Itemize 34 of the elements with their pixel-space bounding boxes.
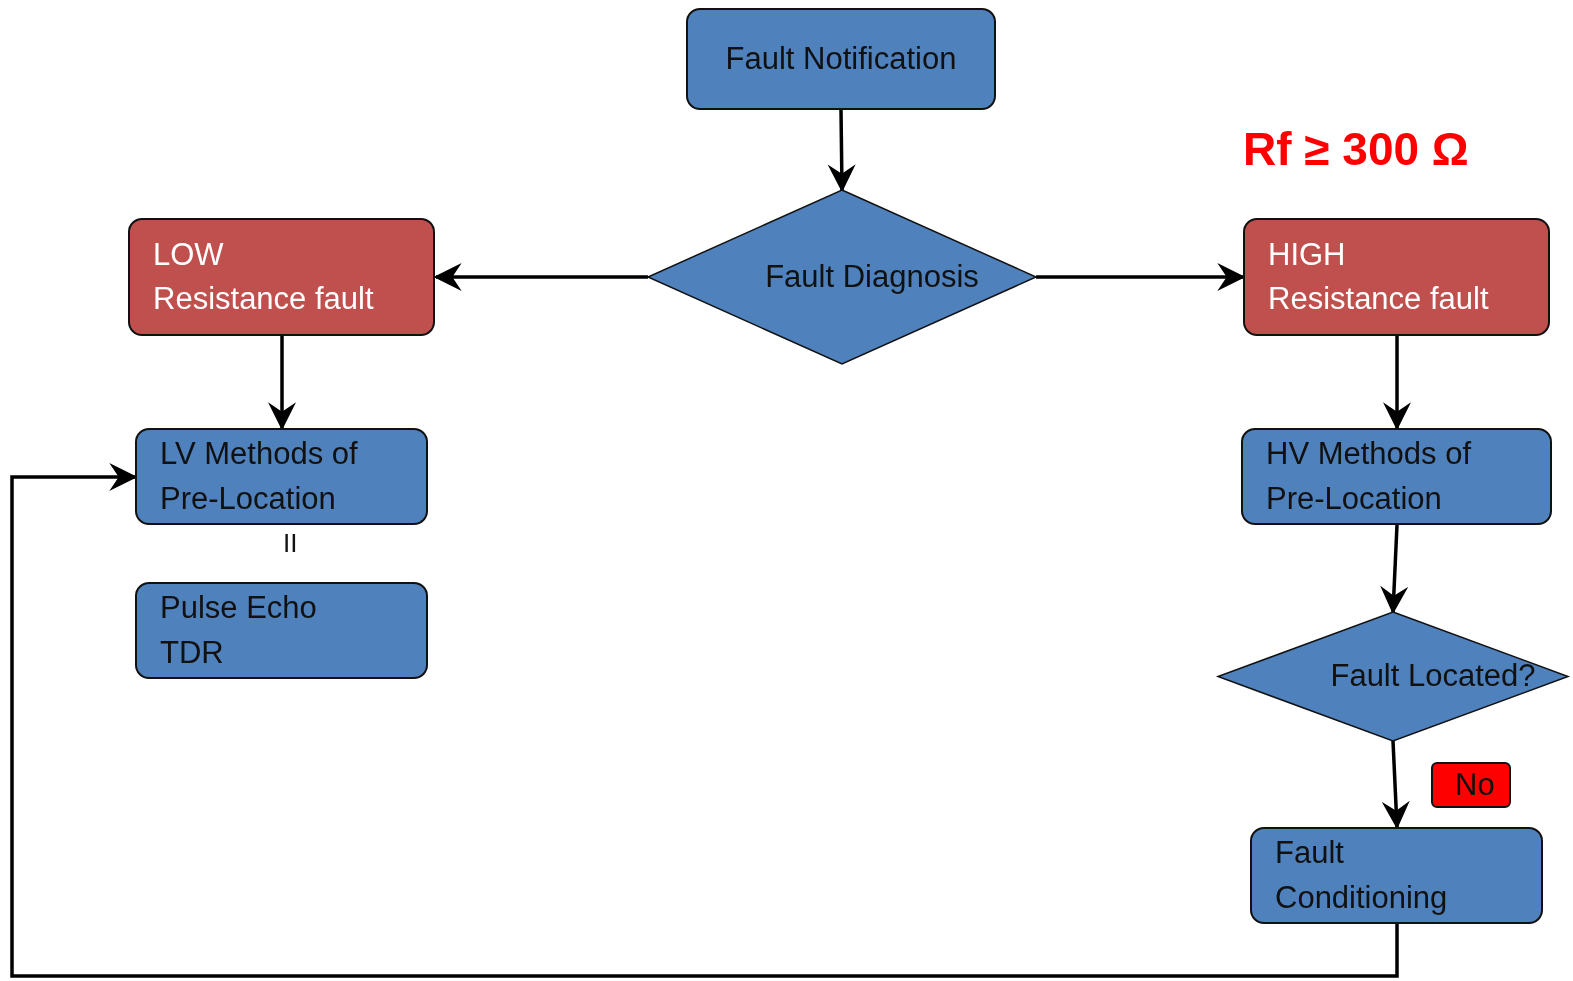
node-text: HV Methods of bbox=[1266, 435, 1473, 474]
process-box bbox=[1241, 428, 1552, 525]
node-text: Pre-Location bbox=[1266, 479, 1443, 518]
node-text: Pre-Location bbox=[160, 479, 337, 518]
arrow bbox=[268, 336, 296, 431]
node-text: Fault Located? bbox=[1330, 657, 1536, 696]
node-text: Fault Diagnosis bbox=[765, 258, 979, 296]
node-text: Conditioning bbox=[1275, 878, 1449, 917]
process-box bbox=[135, 428, 428, 525]
arrow bbox=[433, 263, 648, 291]
decision-diamond bbox=[648, 190, 1036, 364]
node-text: TDR bbox=[160, 633, 225, 672]
arrow bbox=[827, 109, 856, 193]
process-box bbox=[128, 218, 435, 336]
process-box bbox=[686, 8, 996, 110]
arrow bbox=[1383, 336, 1411, 431]
arrow bbox=[10, 463, 1399, 978]
node-text: LOW bbox=[153, 236, 225, 274]
node-text: Fault bbox=[1275, 834, 1345, 873]
edge-label: No bbox=[1431, 762, 1511, 808]
node-text: Resistance fault bbox=[1268, 280, 1490, 318]
process-box bbox=[1243, 218, 1550, 336]
node-text: LV Methods of bbox=[160, 435, 359, 474]
decision-diamond bbox=[1218, 612, 1568, 741]
node-text: Fault Notification bbox=[725, 40, 957, 78]
node-text: Pulse Echo bbox=[160, 589, 318, 628]
arrow bbox=[1381, 740, 1410, 830]
node-text: HIGH bbox=[1268, 236, 1347, 274]
process-box bbox=[1250, 827, 1543, 924]
node-text: Resistance fault bbox=[153, 280, 375, 318]
arrow bbox=[1380, 524, 1409, 615]
process-box bbox=[135, 582, 428, 679]
parallel-sign: II bbox=[283, 528, 298, 559]
condition-label: Rf ≥ 300 Ω bbox=[1243, 122, 1469, 176]
